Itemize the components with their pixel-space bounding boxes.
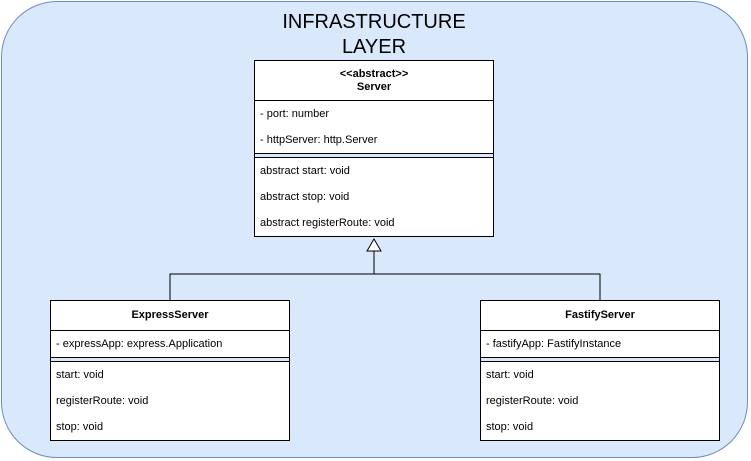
server-method: abstract stop: void <box>260 191 350 203</box>
fastify-server-class[interactable]: FastifyServer - fastifyApp: FastifyInsta… <box>480 300 720 441</box>
server-attribute: - httpServer: http.Server <box>260 134 378 146</box>
server-stereotype: <<abstract>> <box>339 67 409 80</box>
server-method: abstract registerRoute: void <box>260 217 395 229</box>
express-server-name: ExpressServer <box>131 309 209 321</box>
server-attribute: - port: number <box>260 108 330 120</box>
fastify-method: stop: void <box>486 421 534 433</box>
server-class-header: <<abstract>> Server <box>255 61 493 101</box>
express-server-class[interactable]: ExpressServer - expressApp: express.Appl… <box>50 300 290 441</box>
fastify-server-header: FastifyServer <box>481 301 719 331</box>
fastify-divider <box>481 357 719 362</box>
express-attribute: - expressApp: express.Application <box>56 338 223 350</box>
server-method: abstract start: void <box>260 165 350 177</box>
fastify-method: registerRoute: void <box>486 395 579 407</box>
server-divider <box>255 153 493 158</box>
express-method: start: void <box>56 369 104 381</box>
server-class-name: Server <box>356 80 392 93</box>
express-method: stop: void <box>56 421 104 433</box>
server-class[interactable]: <<abstract>> Server - port: number - htt… <box>254 60 494 237</box>
express-divider <box>51 357 289 362</box>
express-method: registerRoute: void <box>56 395 149 407</box>
fastify-server-name: FastifyServer <box>565 309 635 321</box>
express-server-header: ExpressServer <box>51 301 289 331</box>
fastify-attribute: - fastifyApp: FastifyInstance <box>486 338 622 350</box>
layer-title: INFRASTRUCTURE LAYER <box>282 11 466 58</box>
fastify-method: start: void <box>486 369 534 381</box>
